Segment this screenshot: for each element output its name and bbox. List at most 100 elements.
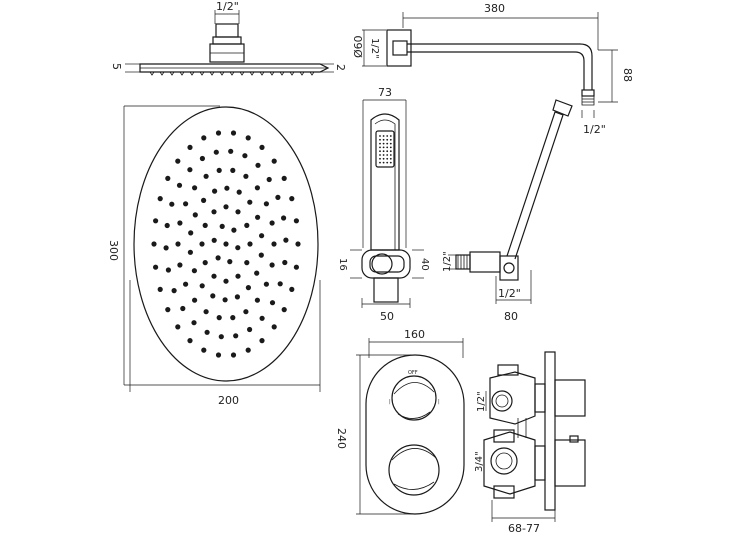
spray-hole (386, 154, 389, 156)
nozzle-hole (233, 333, 239, 339)
nozzle-hole (201, 347, 207, 353)
nozzle-hole (203, 173, 209, 179)
nozzle-hole (157, 196, 163, 202)
spray-hole (382, 138, 385, 141)
nozzle-hole (210, 293, 216, 299)
nozzle-hole (247, 241, 253, 247)
nozzle-hole (259, 315, 265, 321)
nozzle-hole (215, 130, 222, 136)
nozzle-hole (266, 176, 272, 183)
arm-diameter-label: Ø60 (352, 35, 365, 58)
nozzle-hole (215, 352, 222, 358)
spray-hole (379, 157, 381, 160)
nozzle-hole (204, 329, 210, 335)
nozzle-hole (177, 262, 183, 268)
shower-head-plate (133, 106, 319, 382)
nozzle-hole (230, 315, 236, 321)
valve-top-outlet-label: 1/2" (476, 391, 487, 412)
nozzle-hole (230, 352, 237, 358)
nozzle-hole (177, 220, 183, 226)
nozzle-hole (271, 241, 277, 247)
nozzle-hole (216, 315, 222, 321)
shower-head-side-view: 1/2" 5 2 (110, 0, 347, 76)
nozzle-hole (201, 197, 207, 203)
nozzle-hole (183, 281, 189, 287)
nozzle-hole (289, 196, 295, 202)
handset-bracket-depth-label: 40 (419, 258, 430, 271)
spray-hole (382, 142, 385, 145)
spray-hole (379, 150, 381, 153)
spray-hole (389, 154, 392, 156)
spray-hole (379, 135, 381, 137)
svg-text:|: | (438, 399, 440, 405)
nozzle-hole (199, 283, 205, 289)
nozzle-hole (199, 155, 205, 162)
valve-plate-height-label: 240 (335, 428, 348, 449)
nozzle-hole (187, 167, 193, 173)
valve-knob-bottom (388, 444, 440, 496)
nozzle-hole (219, 223, 225, 229)
nozzle-hole (213, 149, 219, 155)
nozzle-hole (192, 185, 198, 191)
nozzle-hole (176, 182, 183, 188)
spray-hole (386, 142, 389, 145)
handset-bracket-width-label: 50 (380, 310, 394, 323)
spray-hole (389, 135, 392, 137)
nozzle-hole (218, 334, 224, 340)
nozzle-hole (254, 270, 260, 276)
nozzle-hole (255, 214, 261, 220)
spray-hole (386, 146, 389, 149)
nozzle-hole (169, 201, 175, 207)
nozzle-hole (191, 320, 197, 326)
nozzle-hole (231, 227, 237, 233)
nozzle-hole (235, 273, 241, 279)
nozzle-hole (263, 201, 269, 207)
nozzle-hole (191, 268, 197, 274)
nozzle-hole (269, 220, 275, 226)
head-left-dim: 5 (110, 63, 123, 70)
nozzle-hole (269, 262, 275, 268)
nozzle-hole (228, 148, 234, 154)
spray-hole (379, 146, 381, 149)
arm-wall-thread-label: 1/2" (369, 38, 380, 59)
nozzle-hole (202, 222, 208, 228)
valve-faceplate (365, 354, 465, 515)
nozzle-hole (183, 201, 189, 207)
spray-hole (382, 161, 385, 164)
nozzle-hole (180, 305, 186, 312)
nozzle-hole (151, 241, 157, 247)
nozzle-hole (235, 209, 241, 215)
shower-arm-view: 380 Ø60 1/2" 88 1/2" (352, 2, 634, 136)
spray-hole (389, 157, 392, 160)
nozzle-hole (293, 264, 299, 270)
spray-hole (386, 138, 389, 141)
nozzle-hole (255, 162, 261, 168)
nozzle-hole (247, 326, 253, 333)
nozzle-hole (271, 324, 277, 330)
spray-hole (386, 135, 389, 137)
nozzle-hole (164, 222, 170, 229)
spray-hole (389, 146, 392, 149)
nozzle-hole (281, 307, 287, 313)
nozzle-hole (281, 175, 287, 181)
head-thread-label: 1/2" (216, 0, 239, 13)
spray-hole (389, 142, 392, 145)
nozzle-hole (165, 175, 171, 181)
valve-plate-width-label: 160 (404, 328, 425, 341)
spray-hole (389, 161, 392, 164)
nozzle-hole (175, 324, 181, 330)
nozzle-hole (254, 185, 260, 191)
arm-drop-label: 88 (621, 68, 634, 82)
nozzle-hole (215, 255, 221, 261)
nozzle-hole (230, 130, 237, 136)
nozzle-hole (289, 286, 295, 292)
nozzle-hole (244, 222, 250, 228)
nozzle-hole (235, 245, 241, 251)
nozzle-hole (203, 309, 209, 315)
nozzle-hole (293, 218, 299, 224)
nozzle-hole (192, 297, 198, 303)
nozzle-hole (244, 260, 250, 266)
nozzle-hole (295, 241, 301, 247)
nozzle-hole (281, 215, 287, 221)
